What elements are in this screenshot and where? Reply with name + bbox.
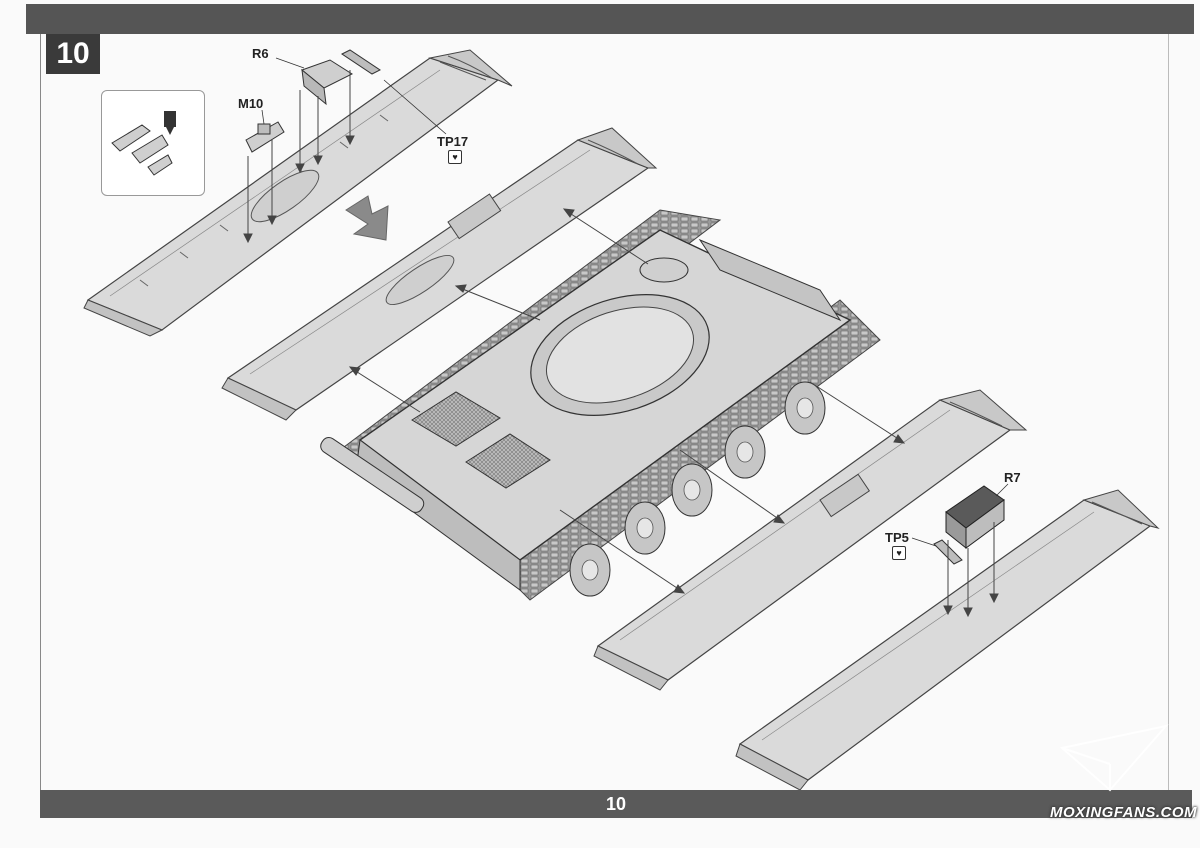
part-r7 <box>945 485 1005 550</box>
part-m10 <box>245 121 285 153</box>
fender-right-inner <box>593 389 1028 691</box>
glue-bottle-icon <box>164 111 176 135</box>
part-tp17 <box>341 49 381 75</box>
top-bar <box>26 4 1194 34</box>
step-number: 10 <box>46 34 100 74</box>
bond-icon: ♥ <box>892 546 906 560</box>
direction-arrow-icon <box>345 195 389 241</box>
detail-illustration <box>111 111 176 176</box>
left-rule <box>40 34 41 794</box>
bond-icon: ♥ <box>448 150 462 164</box>
tank-hull <box>320 209 881 601</box>
watermark-text: MOXINGFANS.COM <box>1050 804 1198 821</box>
fender-right-outer <box>735 489 1160 791</box>
label-tp5: TP5 <box>885 530 909 545</box>
page-number: 10 <box>605 793 627 814</box>
part-r6 <box>300 59 354 106</box>
label-r7: R7 <box>1004 470 1021 485</box>
fender-left-inner <box>221 127 658 421</box>
fender-left-outer <box>83 49 513 337</box>
label-m10: M10 <box>238 96 264 111</box>
label-r6: R6 <box>252 46 269 61</box>
detail-callout <box>101 90 205 196</box>
assembly-arrows <box>243 70 999 618</box>
right-rule <box>1168 34 1169 794</box>
page-footer: 10 <box>40 790 1192 818</box>
label-leaders <box>261 57 1009 547</box>
label-tp17: TP17 <box>437 134 469 149</box>
